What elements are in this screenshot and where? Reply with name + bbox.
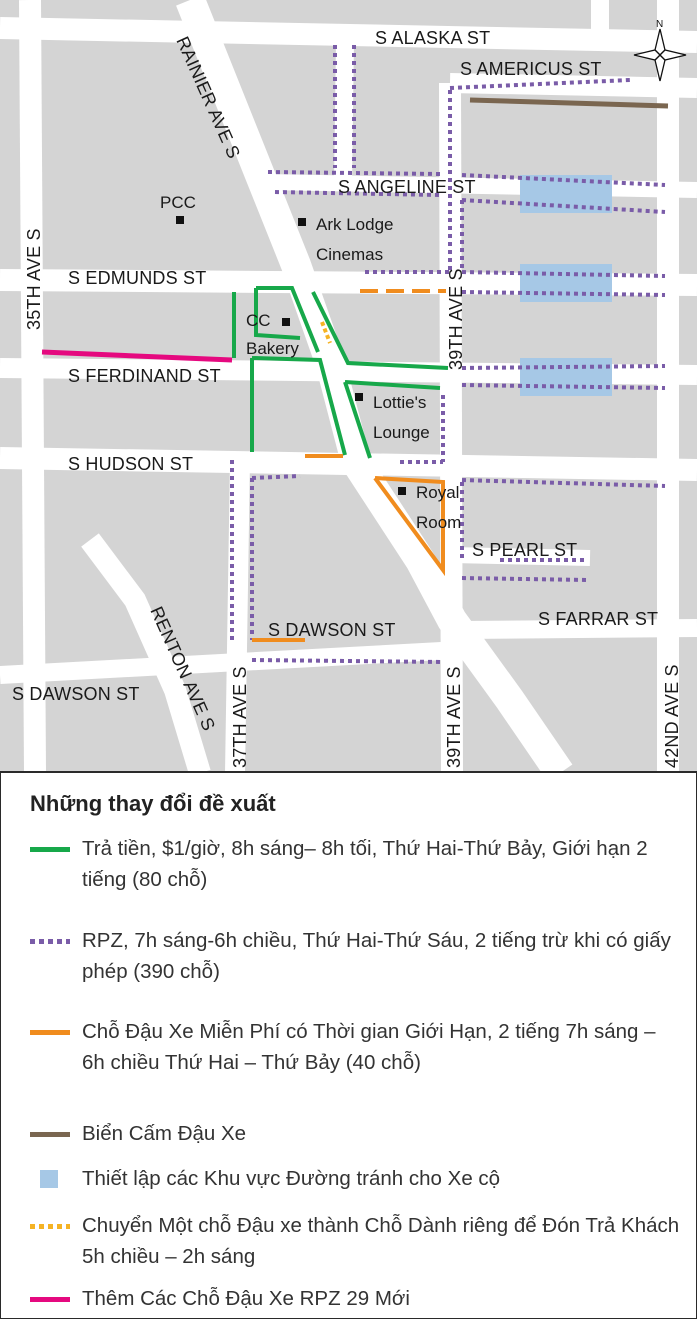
label-s-dawson-mid: S DAWSON ST bbox=[268, 620, 396, 640]
rpz-line bbox=[461, 270, 666, 278]
legend-label: Thiết lập các Khu vực Đường tránh cho Xe… bbox=[82, 1167, 501, 1190]
label-lottie-1: Lottie's bbox=[373, 393, 426, 412]
turnout-area bbox=[520, 264, 612, 302]
legend-label: Trả tiền, $1/giờ, 8h sáng– 8h tối, Thứ H… bbox=[82, 837, 648, 891]
label-s-dawson-left: S DAWSON ST bbox=[12, 684, 140, 704]
parking-map: S ALASKA ST S AMERICUS ST RAINIER AVE S … bbox=[0, 0, 697, 773]
rpz-lines bbox=[230, 45, 666, 664]
road-35th bbox=[19, 0, 46, 773]
label-s-ferdinand: S FERDINAND ST bbox=[68, 366, 221, 386]
no-parking-line bbox=[469, 97, 669, 109]
label-37th: 37TH AVE S bbox=[230, 666, 250, 768]
rpz-line bbox=[461, 290, 666, 297]
free-limited-lines bbox=[252, 289, 446, 642]
label-ark-2: Cinemas bbox=[316, 245, 383, 264]
label-s-alaska: S ALASKA ST bbox=[375, 28, 490, 48]
marker-cc bbox=[282, 318, 290, 326]
legend-label: Chuyển Một chỗ Đậu xe thành Chỗ Dành riê… bbox=[82, 1214, 680, 1268]
label-s-angeline: S ANGELINE ST bbox=[338, 177, 476, 197]
paid-lines bbox=[232, 286, 449, 459]
label-royal-2: Room bbox=[416, 513, 461, 532]
rpz-line bbox=[449, 78, 631, 90]
legend-swatch-turnout bbox=[40, 1170, 58, 1188]
rpz-line bbox=[461, 364, 666, 370]
paid-line bbox=[256, 286, 320, 353]
new-rpz-line bbox=[41, 349, 233, 363]
load-zone-line bbox=[320, 321, 332, 344]
legend-label: Biển Cấm Đậu Xe bbox=[82, 1122, 247, 1145]
road-alaska bbox=[0, 17, 697, 53]
legend-label: Thêm Các Chỗ Đậu Xe RPZ 29 Mới bbox=[82, 1287, 410, 1310]
road-rainier bbox=[176, 0, 573, 773]
road-renton bbox=[81, 533, 211, 773]
label-s-farrar: S FARRAR ST bbox=[538, 609, 658, 629]
roads bbox=[0, 0, 697, 773]
turnout-area bbox=[520, 358, 612, 396]
rpz-line bbox=[461, 478, 666, 488]
paid-line bbox=[254, 288, 301, 340]
label-35th: 35TH AVE S bbox=[24, 228, 44, 330]
paid-line bbox=[311, 291, 449, 370]
rpz-line bbox=[251, 474, 301, 480]
legend: Những thay đổi đề xuất Trả tiền, $1/giờ,… bbox=[0, 773, 697, 1319]
legend-swatch-paid bbox=[30, 847, 70, 852]
label-ark-1: Ark Lodge bbox=[316, 215, 394, 234]
label-lottie-2: Lounge bbox=[373, 423, 430, 442]
road-americus bbox=[449, 73, 697, 98]
rpz-line bbox=[461, 198, 666, 214]
label-39th-top: 39TH AVE S bbox=[446, 268, 466, 370]
legend-label: Chỗ Đậu Xe Miễn Phí có Thời gian Giới Hạ… bbox=[82, 1020, 656, 1074]
compass-icon: N bbox=[633, 19, 687, 82]
label-39th-bottom: 39TH AVE S bbox=[444, 666, 464, 768]
legend-swatch-new-rpz bbox=[30, 1297, 70, 1302]
label-cc-2: Bakery bbox=[246, 339, 299, 358]
label-s-pearl: S PEARL ST bbox=[472, 540, 577, 560]
road-pearl bbox=[451, 547, 591, 566]
free-line bbox=[373, 476, 445, 577]
paid-line bbox=[344, 380, 441, 390]
label-s-americus: S AMERICUS ST bbox=[460, 59, 602, 79]
label-royal-1: Royal bbox=[416, 483, 459, 502]
paid-line bbox=[251, 356, 347, 456]
legend-label: RPZ, 7h sáng-6h chiều, Thứ Hai-Thứ Sáu, … bbox=[82, 929, 671, 983]
label-s-edmunds: S EDMUNDS ST bbox=[68, 268, 206, 288]
paid-line bbox=[343, 381, 372, 459]
marker-ark bbox=[298, 218, 306, 226]
marker-pcc bbox=[176, 216, 184, 224]
label-s-hudson: S HUDSON ST bbox=[68, 454, 193, 474]
label-pcc: PCC bbox=[160, 193, 196, 212]
road-alaska-stub bbox=[334, 39, 354, 186]
legend-swatch-rpz bbox=[30, 939, 70, 944]
rpz-line bbox=[461, 173, 666, 187]
legend-swatch-free bbox=[30, 1030, 70, 1035]
label-42nd: 42ND AVE S bbox=[662, 664, 682, 768]
rpz-line bbox=[274, 190, 441, 197]
road-37th bbox=[225, 459, 250, 773]
label-cc-1: CC bbox=[246, 311, 271, 330]
legend-swatch-no-parking bbox=[30, 1132, 70, 1137]
legend-swatch-load-zone bbox=[30, 1224, 70, 1229]
rpz-line bbox=[461, 383, 666, 390]
place-markers bbox=[176, 216, 406, 495]
marker-royal bbox=[398, 487, 406, 495]
marker-lottie bbox=[355, 393, 363, 401]
legend-title: Những thay đổi đề xuất bbox=[30, 791, 276, 816]
compass-label: N bbox=[656, 19, 663, 30]
